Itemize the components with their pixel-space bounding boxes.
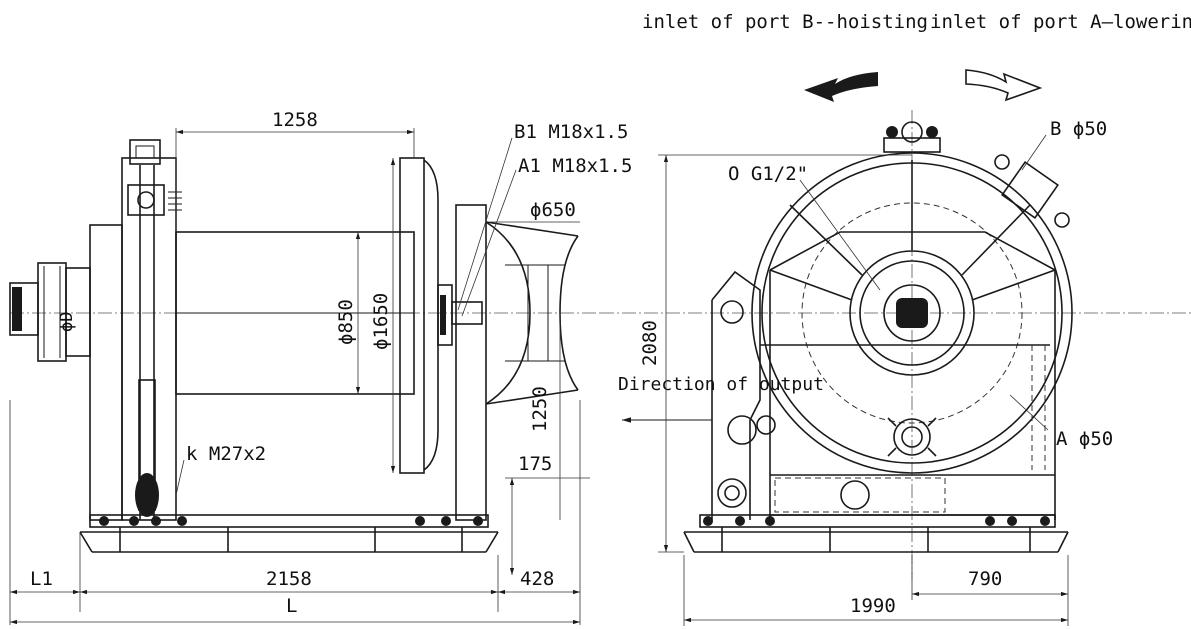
top-cap [883,121,941,153]
output-direction: Direction of output [618,374,824,423]
label-port-a: A ϕ50 [1056,428,1113,450]
label-hoist-inlet: inlet of port B--hoisting [642,11,928,33]
label-oil-port: O G1/2" [728,163,808,185]
lowering-arrow-icon [965,69,1043,102]
winch-drum [175,157,439,474]
dim-1250: 1250 [529,386,551,432]
dim-2080: 2080 [639,320,661,366]
label-b1-thread: B1 M18x1.5 [514,121,628,143]
rotation-arrows [804,69,1043,102]
end-frame [711,154,1070,520]
side-view: 1258 ϕ850 ϕ1650 ϕ650 ϕD 1250 175 L1 2158… [9,109,632,625]
dim-1990: 1990 [850,595,896,617]
end-view: Direction of output 2080 790 1990 inlet … [600,11,1191,626]
end-callouts: inlet of port B--hoisting inlet of port … [642,11,1191,450]
end-base [683,514,1069,553]
label-a1-thread: A1 M18x1.5 [518,155,632,177]
label-k-thread: k M27x2 [186,443,266,465]
side-callouts: B1 M18x1.5 A1 M18x1.5 k M27x2 [175,121,632,496]
dim-phi1650: ϕ1650 [370,293,392,350]
dim-phi850: ϕ850 [335,299,357,345]
dim-phi650: ϕ650 [530,199,576,221]
dim-2158: 2158 [266,568,312,590]
dim-phiD: ϕD [57,312,77,332]
warping-head [485,221,579,405]
dim-175: 175 [518,453,552,475]
dim-428: 428 [520,568,554,590]
hydraulic-motor [9,262,91,362]
hoisting-arrow-icon [804,72,878,102]
right-frame [437,204,487,521]
label-lower-inlet: inlet of port A—lowering [930,11,1191,33]
label-port-b: B ϕ50 [1050,118,1107,140]
label-direction-output: Direction of output [618,374,824,395]
side-dimensions: 1258 ϕ850 ϕ1650 ϕ650 ϕD 1250 175 L1 2158… [9,109,590,625]
dim-1258: 1258 [272,109,318,131]
side-base [79,514,499,553]
dim-790: 790 [968,568,1002,590]
drum-flange-end [751,152,1073,474]
dim-L: L [286,595,297,617]
end-dimensions: 2080 790 1990 [639,154,1069,626]
dim-L1: L1 [30,568,53,590]
left-frame [89,139,182,521]
